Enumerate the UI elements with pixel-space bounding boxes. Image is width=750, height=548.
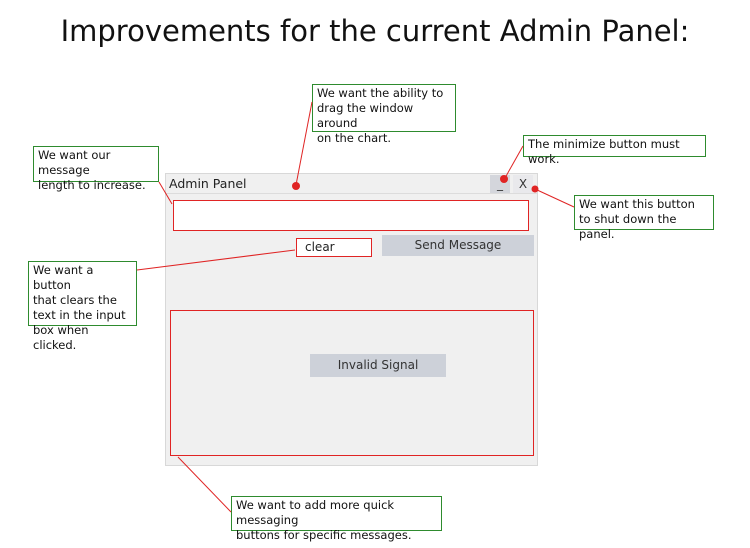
- admin-panel[interactable]: Admin Panel _ X clear Send Message Inval…: [165, 173, 538, 466]
- annotation-message-length: We want our message length to increase.: [33, 146, 159, 192]
- quick-message-area: Invalid Signal: [170, 310, 534, 456]
- annotation-minimize: The minimize button must work.: [523, 135, 706, 166]
- panel-title-bar[interactable]: Admin Panel _ X: [166, 174, 537, 194]
- panel-title: Admin Panel: [169, 176, 247, 191]
- connector-close: [534, 188, 575, 208]
- send-message-button[interactable]: Send Message: [382, 235, 534, 256]
- close-button[interactable]: X: [513, 175, 533, 193]
- invalid-signal-button[interactable]: Invalid Signal: [310, 354, 446, 377]
- page-title: Improvements for the current Admin Panel…: [60, 14, 690, 48]
- minimize-button[interactable]: _: [490, 175, 510, 193]
- annotation-drag: We want the ability to drag the window a…: [312, 84, 456, 145]
- clear-button[interactable]: clear: [296, 238, 372, 257]
- annotation-close: We want this button to shut down the pan…: [574, 195, 714, 241]
- message-input[interactable]: [173, 200, 529, 231]
- annotation-quick-messages: We want to add more quick messaging butt…: [231, 496, 442, 542]
- annotation-clear: We want a button that clears the text in…: [28, 261, 137, 352]
